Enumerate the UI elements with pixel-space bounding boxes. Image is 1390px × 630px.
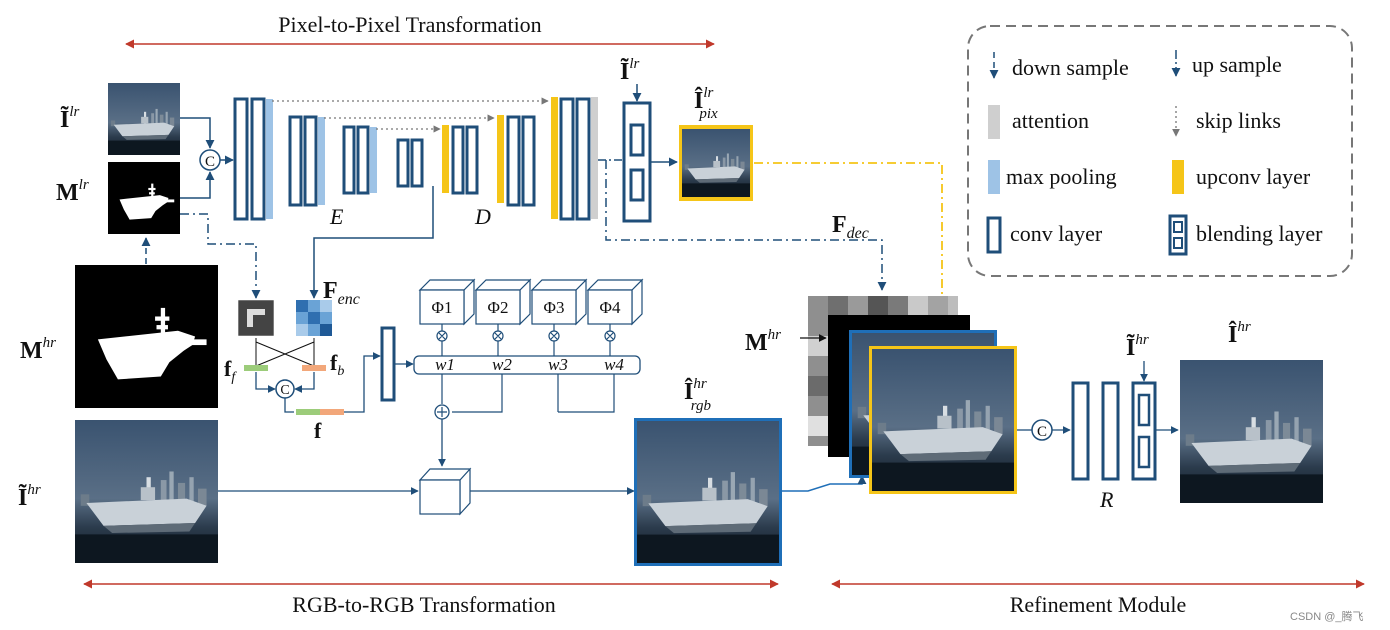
arrow-ilr-to-concat bbox=[180, 117, 215, 149]
arrow-mask-to-grid bbox=[180, 213, 261, 299]
phi-cube-4 bbox=[586, 278, 644, 326]
legend-max-pooling: max pooling bbox=[1006, 164, 1117, 189]
arrow-fdec bbox=[605, 160, 887, 291]
input-mask-lr bbox=[108, 162, 180, 234]
refinement-R-block bbox=[1071, 381, 1157, 481]
label-f-dec: Fdec bbox=[832, 212, 869, 242]
concat-symbol-1: C bbox=[205, 154, 215, 170]
f-bar-orange bbox=[320, 409, 344, 415]
encoder-block bbox=[233, 97, 424, 221]
ff-bar bbox=[244, 365, 268, 371]
cross-lines bbox=[255, 338, 315, 367]
label-encoder: E bbox=[329, 204, 344, 229]
legend-down-sample: down sample bbox=[1012, 55, 1129, 80]
phi-4-label: Φ4 bbox=[600, 298, 621, 317]
phi-3-label: Φ3 bbox=[544, 298, 565, 317]
output-image-pix bbox=[682, 129, 750, 197]
label-decoder: D bbox=[474, 204, 491, 229]
legend-upconv-layer: upconv layer bbox=[1196, 164, 1311, 189]
legend-skip-links: skip links bbox=[1196, 108, 1281, 133]
legend-up-sample: up sample bbox=[1192, 52, 1282, 77]
label-m-hr-ref: Mhr bbox=[745, 327, 781, 356]
phi-cube-2 bbox=[474, 278, 532, 326]
legend-box bbox=[967, 25, 1353, 277]
legend-attention-swatch bbox=[988, 105, 1000, 139]
mask-feature-grid bbox=[237, 299, 275, 337]
label-f-enc: Fenc bbox=[323, 278, 360, 308]
concat-symbol-2: C bbox=[280, 383, 289, 398]
weight-conv-layer bbox=[380, 326, 396, 402]
output-image-hr bbox=[1180, 360, 1323, 503]
input-mask-hr bbox=[75, 265, 218, 408]
weight-w4: w4 bbox=[604, 355, 624, 374]
title-refinement: Refinement Module bbox=[1010, 592, 1187, 617]
output-image-rgb bbox=[637, 421, 779, 563]
label-f-b: fb bbox=[330, 350, 344, 379]
label-i-hr-out: Îhr bbox=[1228, 319, 1251, 348]
blending-layer-lr bbox=[622, 101, 652, 223]
arrow-ipix-to-refine bbox=[754, 162, 948, 350]
sum-lines bbox=[441, 374, 615, 413]
legend-conv-swatch bbox=[986, 216, 1002, 254]
label-m-hr: Mhr bbox=[20, 335, 56, 364]
legend-conv-layer: conv layer bbox=[1010, 221, 1103, 246]
sum-symbol bbox=[437, 407, 447, 417]
phi-1-label: Φ1 bbox=[432, 298, 453, 317]
legend-blending-layer: blending layer bbox=[1196, 221, 1323, 246]
f-bar-green bbox=[296, 409, 320, 415]
arrow-f-to-conv bbox=[344, 352, 381, 413]
label-i-hr-ref: Ĩhr bbox=[1126, 332, 1149, 361]
arrow-encoder-to-fenc bbox=[309, 186, 434, 299]
watermark: CSDN @_腾飞 bbox=[1290, 609, 1364, 623]
arrow-fb-to-concat bbox=[294, 372, 315, 393]
input-image-lr bbox=[108, 83, 180, 155]
input-image-hr bbox=[75, 420, 218, 563]
weights-bar bbox=[413, 355, 641, 375]
rgb-transform-cube bbox=[418, 467, 472, 516]
phi-cube-3 bbox=[530, 278, 588, 326]
phi-2-label: Φ2 bbox=[488, 298, 509, 317]
arrow-irgb-to-refine bbox=[782, 475, 867, 492]
weight-w1: w1 bbox=[435, 355, 455, 374]
weight-w2: w2 bbox=[492, 355, 512, 374]
arrow-mlr-to-concat bbox=[180, 171, 215, 199]
decoder-block bbox=[442, 97, 598, 221]
title-rgb-to-rgb: RGB-to-RGB Transformation bbox=[292, 592, 555, 617]
arrow-ff-to-concat bbox=[255, 372, 276, 393]
legend-upconv-swatch bbox=[1172, 160, 1184, 194]
label-m-lr: Mlr bbox=[56, 177, 89, 206]
arrow-concat-to-f bbox=[284, 398, 294, 413]
label-f-f: ff bbox=[224, 356, 237, 385]
title-pixel-to-pixel: Pixel-to-Pixel Transformation bbox=[278, 12, 541, 37]
legend-attention: attention bbox=[1012, 108, 1089, 133]
weight-w3: w3 bbox=[548, 355, 568, 374]
multiply-nodes bbox=[436, 324, 616, 356]
label-R: R bbox=[1099, 487, 1114, 512]
concat-symbol-3: C bbox=[1037, 424, 1047, 440]
legend-max-pooling-swatch bbox=[988, 160, 1000, 194]
fb-bar bbox=[302, 365, 326, 371]
label-i-lr-blend: Ĩlr bbox=[620, 56, 640, 85]
legend-blending-swatch bbox=[1168, 214, 1188, 256]
ipix-layer bbox=[872, 349, 1014, 491]
label-f: f bbox=[314, 418, 322, 443]
label-i-lr: Ĩlr bbox=[60, 104, 80, 133]
label-i-hr: Ĩhr bbox=[18, 482, 41, 511]
fenc-feature-grid bbox=[296, 300, 332, 336]
